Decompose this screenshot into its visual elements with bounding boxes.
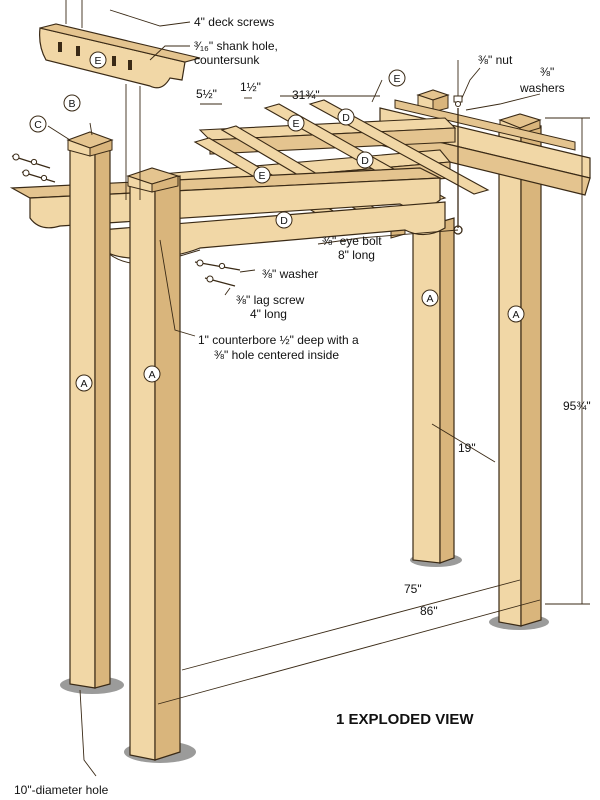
dim-5-5: 5½" — [196, 87, 217, 101]
hardware — [11, 95, 463, 287]
svg-text:E: E — [94, 55, 101, 67]
part-tag-d-front: D — [275, 211, 293, 229]
svg-text:E: E — [258, 170, 265, 182]
callout-counterbore-line2: ⅜" hole centered inside — [214, 348, 339, 362]
figure-title: 1 EXPLODED VIEW — [336, 711, 474, 728]
part-tag-a-front-left: A — [75, 374, 93, 392]
part-tag-b: B — [63, 94, 81, 112]
dim-1-5: 1½" — [240, 80, 261, 94]
callout-deck-screws: 4" deck screws — [194, 15, 274, 29]
svg-text:B: B — [68, 98, 75, 110]
svg-text:A: A — [512, 309, 519, 321]
svg-text:D: D — [342, 112, 350, 124]
post-back-right — [498, 121, 542, 627]
callouts: 4" deck screws ³⁄₁₆" shank hole, counter… — [14, 15, 565, 797]
dim-75: 75" — [404, 582, 422, 596]
svg-text:D: D — [361, 155, 369, 167]
part-tag-d-top: D — [337, 108, 355, 126]
dimension-lines — [157, 95, 590, 705]
svg-text:C: C — [34, 119, 42, 131]
part-tag-a-back-left: A — [421, 289, 439, 307]
post-front-left-cap — [66, 131, 114, 157]
post-front-left — [69, 141, 111, 689]
callout-washers-line1: ⅜" — [540, 65, 554, 79]
part-tag-e-exploded: E — [89, 51, 107, 69]
part-tag-e-front: E — [253, 166, 271, 184]
part-tag-e-top-right: E — [388, 69, 406, 87]
svg-text:A: A — [148, 369, 155, 381]
svg-text:E: E — [393, 73, 400, 85]
dim-19: 19" — [458, 441, 476, 455]
callout-shank-hole-line1: ³⁄₁₆" shank hole, — [194, 39, 278, 53]
part-tags: E B C E E D D E — [29, 51, 525, 392]
part-tag-c: C — [29, 115, 47, 133]
callout-lag-screw-line1: ⅜" lag screw — [236, 293, 305, 307]
post-back-left — [412, 217, 455, 564]
front-beam — [9, 167, 446, 265]
part-tag-a-front-right: A — [143, 365, 161, 383]
dim-86: 86" — [420, 604, 438, 618]
svg-text:A: A — [426, 293, 433, 305]
callout-counterbore-line1: 1" counterbore ½" deep with a — [198, 333, 359, 347]
callout-hole: 10"-diameter hole — [14, 783, 109, 797]
part-tag-e-middle: E — [287, 114, 305, 132]
exploded-slat-e — [39, 23, 201, 89]
callout-eye-bolt-line1: ⅜" eye bolt — [322, 234, 382, 248]
explode-lines — [65, 0, 459, 200]
callout-washer: ⅜" washer — [262, 267, 318, 281]
callout-washers-line2: washers — [519, 81, 565, 95]
callout-shank-hole-line2: countersunk — [194, 53, 260, 67]
post-front-right — [129, 175, 181, 761]
dimensions: 5½" 1½" 31¾" 95¾" 19" 75" 86" — [196, 80, 591, 618]
part-tag-a-back-right: A — [507, 305, 525, 323]
dim-95-75: 95¾" — [563, 399, 591, 413]
svg-text:E: E — [292, 118, 299, 130]
post-back-left-cap — [416, 89, 450, 113]
callout-nut: ⅜" nut — [478, 53, 513, 67]
callout-lag-screw-line2: 4" long — [250, 307, 287, 321]
svg-text:A: A — [80, 378, 87, 390]
dim-31-75: 31¾" — [292, 88, 320, 102]
leader-lines — [47, 9, 541, 777]
svg-text:D: D — [280, 215, 288, 227]
callout-eye-bolt-line2: 8" long — [338, 248, 375, 262]
part-tag-d-center: D — [356, 151, 374, 169]
